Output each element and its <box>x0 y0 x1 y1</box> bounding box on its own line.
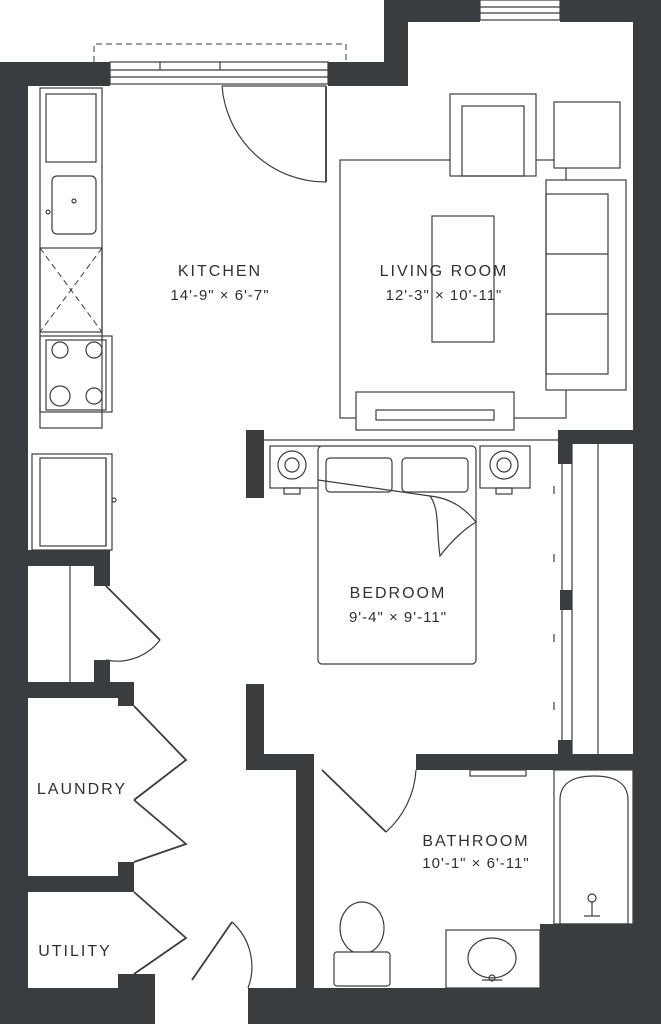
bedroom-label: BEDROOM <box>350 585 447 602</box>
left-doors <box>69 566 253 989</box>
windows <box>93 0 561 85</box>
bathroom-dimensions: 10'-1" × 6'-11" <box>422 855 529 872</box>
kitchen-label: KITCHEN <box>178 263 262 280</box>
living-room-furniture <box>339 93 627 431</box>
kitchen-door <box>221 85 327 183</box>
laundry-label: LAUNDRY <box>37 781 127 798</box>
bathroom-fixtures <box>321 769 634 989</box>
living-room-dimensions: 12'-3" × 10'-11" <box>386 287 503 304</box>
bedroom-furniture <box>264 439 599 756</box>
bedroom-dimensions: 9'-4" × 9'-11" <box>349 609 447 626</box>
living-room-label: LIVING ROOM <box>380 263 509 280</box>
kitchen-counter <box>31 87 117 551</box>
bathroom-label: BATHROOM <box>422 833 529 850</box>
utility-label: UTILITY <box>38 943 112 960</box>
room-labels: KITCHEN 14'-9" × 6'-7" LIVING ROOM 12'-3… <box>37 263 529 960</box>
kitchen-dimensions: 14'-9" × 6'-7" <box>170 287 269 304</box>
